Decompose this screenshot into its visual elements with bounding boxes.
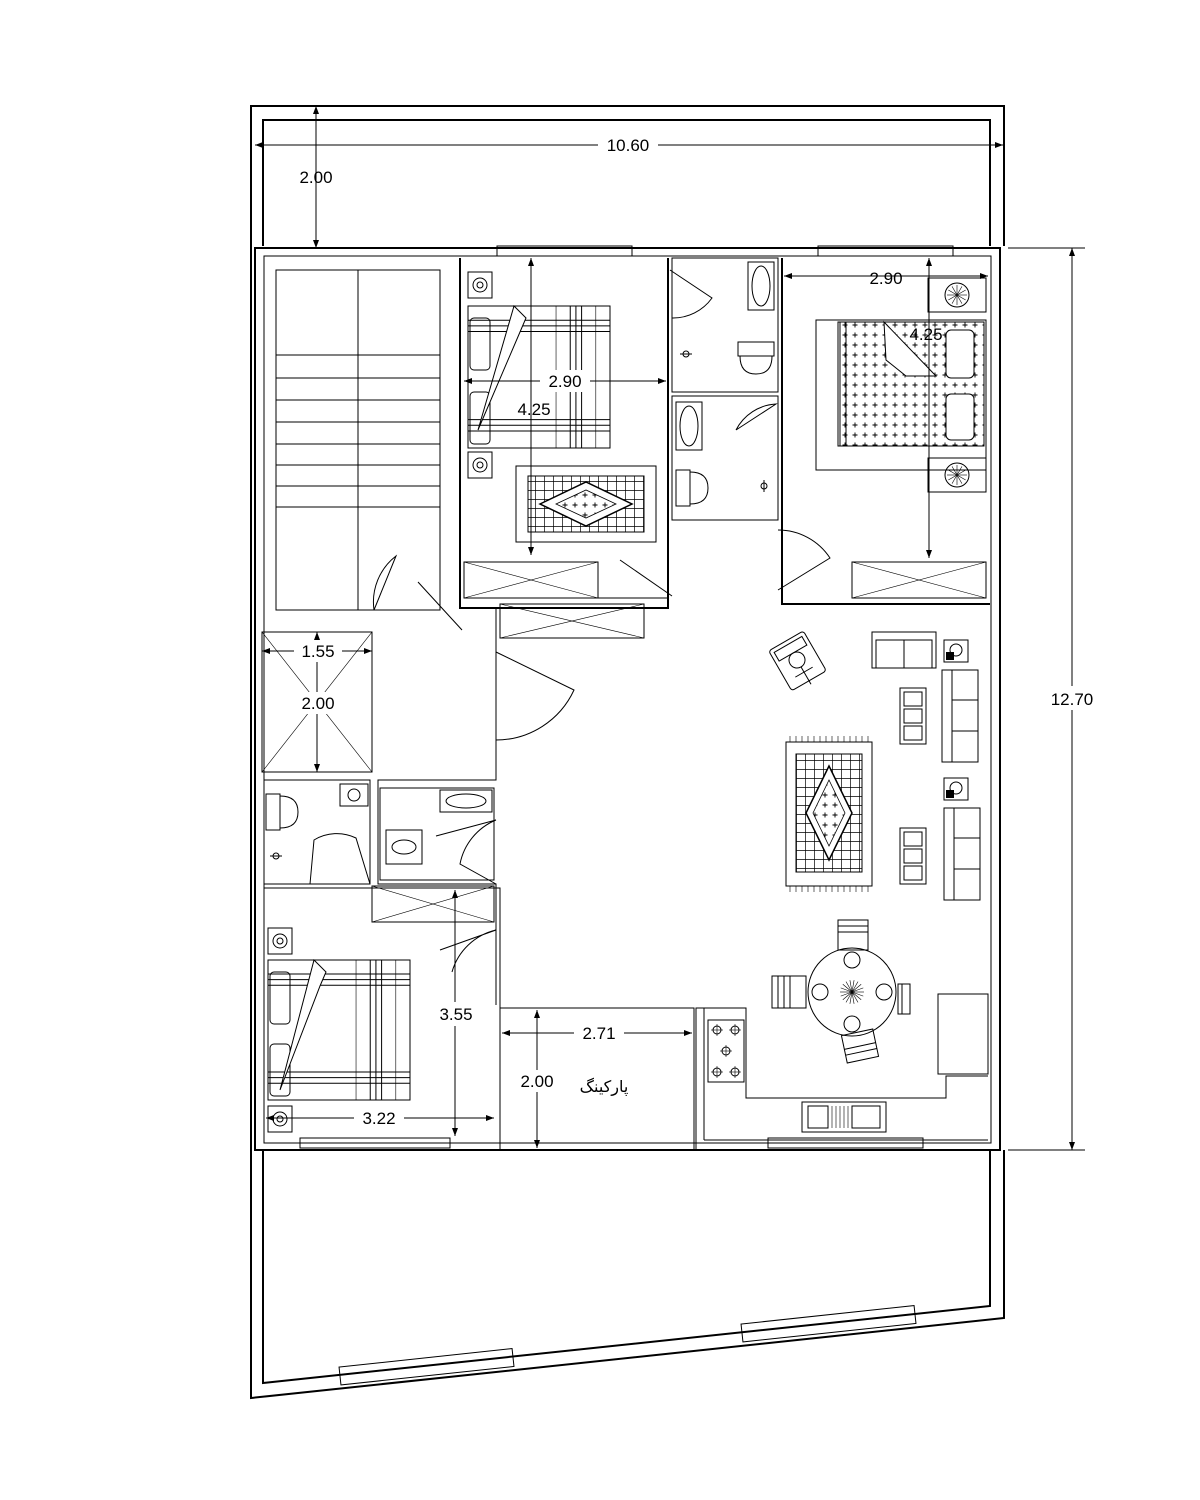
toilet-icon bbox=[265, 793, 299, 831]
rug-icon bbox=[515, 465, 657, 543]
bedroom1-furniture bbox=[467, 271, 657, 543]
dimension-arrows bbox=[255, 106, 1075, 1150]
wc-fixtures bbox=[265, 783, 493, 865]
lamp-table-icon bbox=[943, 777, 969, 801]
side-table-icon bbox=[899, 687, 927, 745]
bedroom2-furniture bbox=[815, 277, 987, 493]
parking-depth-label: 2.00 bbox=[520, 1072, 553, 1091]
stove-icon bbox=[707, 1019, 745, 1083]
bedroom1-width-label: 2.90 bbox=[548, 372, 581, 391]
nightstand-icon bbox=[467, 271, 493, 299]
closet-bedroom1 bbox=[463, 561, 599, 599]
dimension-lines bbox=[255, 106, 1085, 1151]
doors bbox=[309, 269, 831, 973]
site-width-label: 10.60 bbox=[607, 136, 650, 155]
nightstand-icon bbox=[267, 927, 293, 955]
squat-toilet-icon bbox=[385, 829, 423, 865]
bedroom3-depth-label: 3.55 bbox=[439, 1005, 472, 1024]
chair-icon bbox=[837, 919, 869, 951]
bedroom3-width-label: 3.22 bbox=[362, 1109, 395, 1128]
toilet-icon bbox=[675, 469, 709, 507]
dimension-labels: 10.60 2.00 12.70 2.90 4.25 2.90 4.25 1.5… bbox=[294, 134, 1102, 1129]
closet-bedroom2 bbox=[851, 561, 987, 599]
shower-drain-icon bbox=[760, 480, 768, 492]
side-table-icon bbox=[927, 277, 987, 313]
closets bbox=[371, 561, 987, 923]
sink-icon bbox=[439, 789, 493, 813]
sink-icon bbox=[675, 401, 703, 451]
bed-icon bbox=[837, 320, 985, 447]
bed-icon bbox=[267, 959, 411, 1101]
bathroom-fixtures bbox=[675, 261, 775, 507]
shaft-width-label: 1.55 bbox=[301, 642, 334, 661]
sofa-icon bbox=[943, 807, 981, 901]
chair-icon bbox=[897, 983, 911, 1015]
side-table-icon bbox=[899, 827, 927, 885]
shaft-depth-label: 2.00 bbox=[301, 694, 334, 713]
closet-bedroom3 bbox=[371, 885, 495, 923]
sink-icon bbox=[747, 261, 775, 311]
dining-table-icon bbox=[807, 947, 897, 1037]
shower-drain-icon bbox=[270, 852, 282, 860]
toilet-icon bbox=[737, 341, 775, 375]
front-setback-label: 2.00 bbox=[299, 168, 332, 187]
bedroom1-depth-label: 4.25 bbox=[517, 400, 550, 419]
sofa-icon bbox=[941, 669, 979, 763]
parking-label: پارکینگ bbox=[580, 1077, 629, 1097]
bedroom3-furniture bbox=[267, 927, 411, 1133]
living-room-furniture bbox=[769, 631, 981, 901]
shower-drain-icon bbox=[680, 350, 692, 358]
building-depth-label: 12.70 bbox=[1051, 690, 1094, 709]
kitchen-sink-icon bbox=[801, 1101, 887, 1133]
kitchen-fixtures bbox=[707, 1019, 887, 1133]
nightstand-icon bbox=[467, 451, 493, 479]
chair-icon bbox=[840, 1028, 880, 1064]
bedroom2-depth-label: 4.25 bbox=[909, 325, 942, 344]
armchair-icon bbox=[769, 631, 826, 691]
rug-icon bbox=[785, 736, 873, 892]
plot-boundary bbox=[250, 105, 1005, 1400]
side-table-icon bbox=[927, 457, 987, 493]
chair-icon bbox=[771, 975, 807, 1009]
dining-set bbox=[771, 919, 911, 1064]
sofa-icon bbox=[871, 631, 937, 669]
bedroom2-width-label: 2.90 bbox=[869, 269, 902, 288]
closet-hall bbox=[499, 603, 645, 639]
lamp-table-icon bbox=[943, 639, 969, 663]
parking-width-label: 2.71 bbox=[582, 1024, 615, 1043]
staircase bbox=[275, 269, 441, 611]
sink-icon bbox=[339, 783, 369, 807]
